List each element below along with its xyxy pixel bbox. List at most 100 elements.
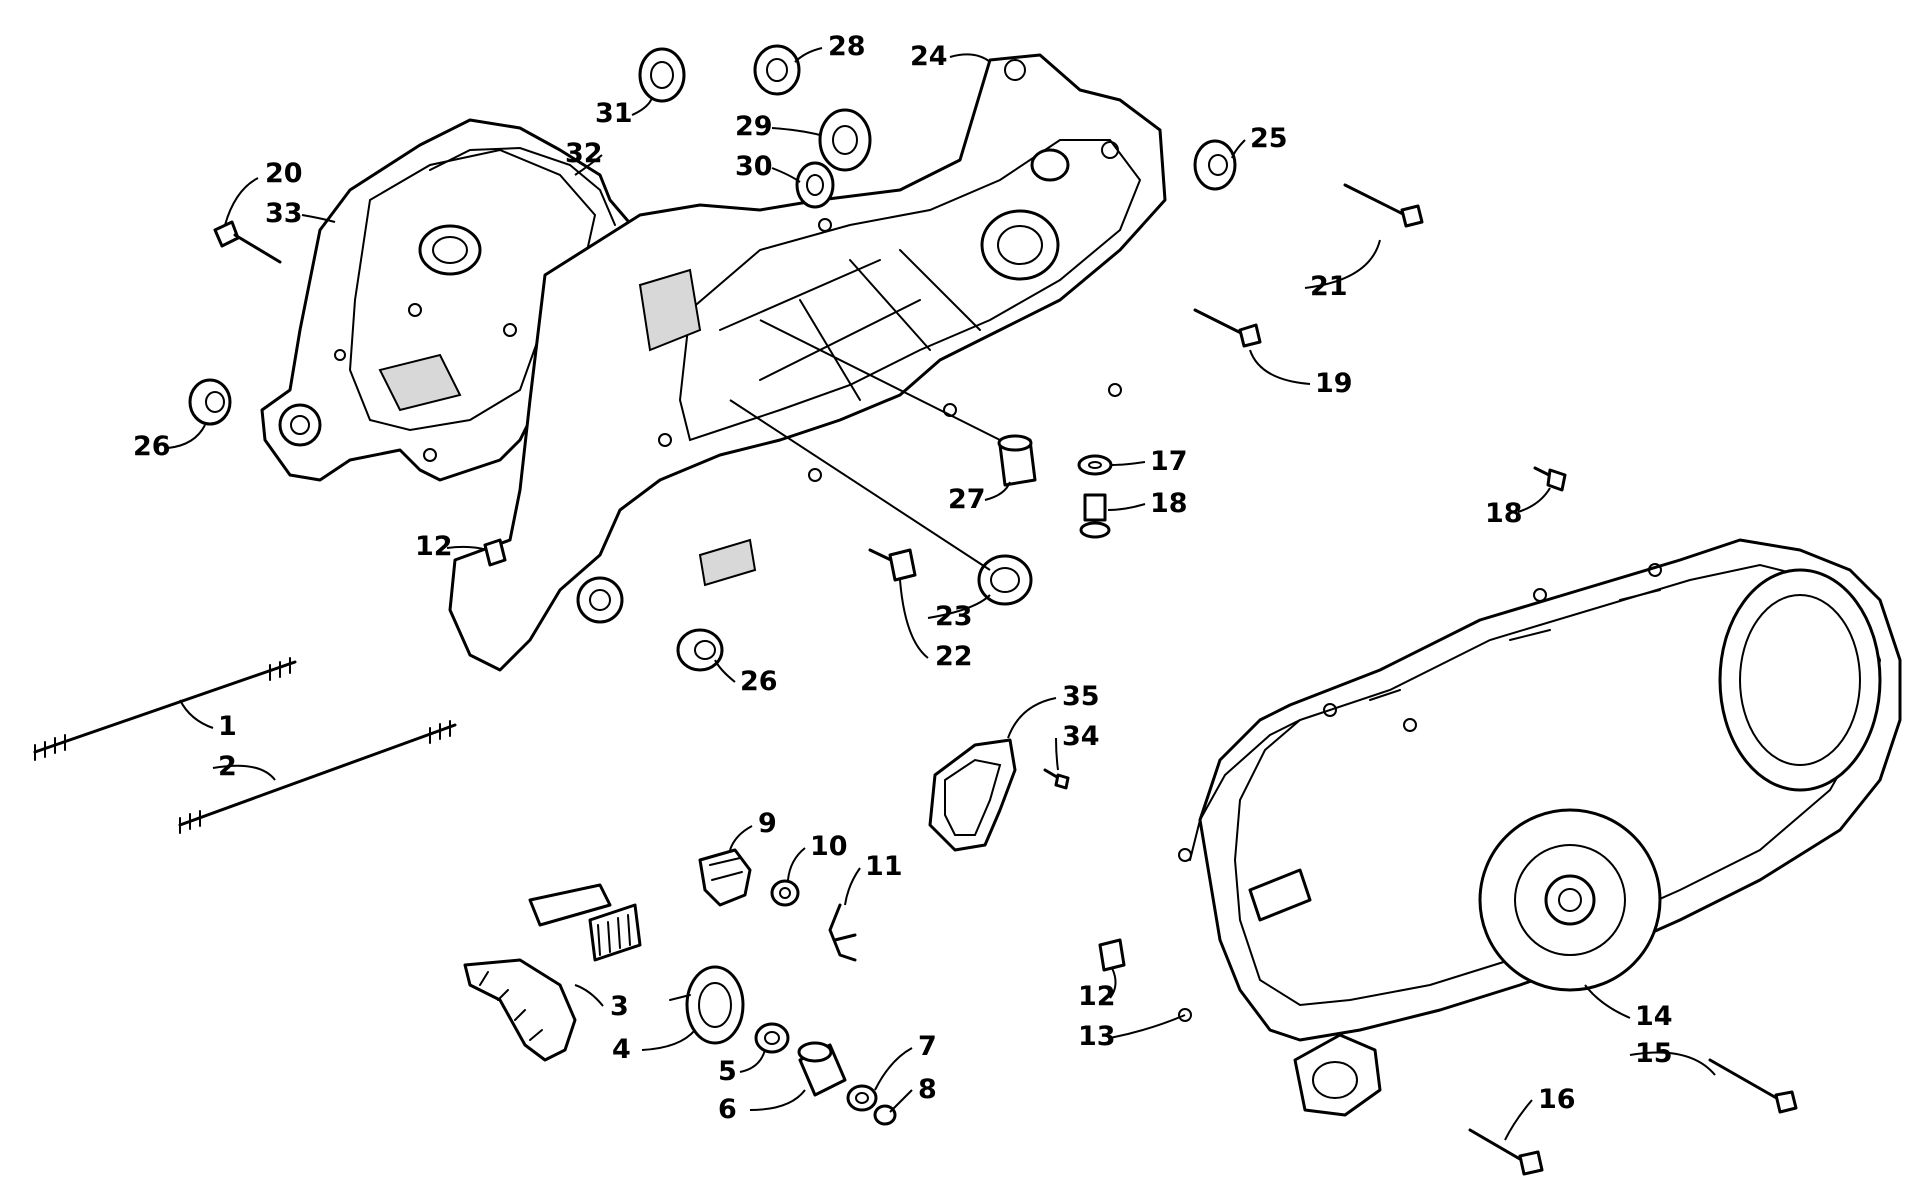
- leader-6: [749, 1089, 806, 1111]
- leader-15: [1629, 1051, 1716, 1076]
- bolt-20: [213, 220, 282, 264]
- callout-4: 4: [612, 1034, 631, 1065]
- bolt-19: [1193, 308, 1262, 348]
- callout-22: 22: [935, 641, 973, 672]
- bushing-6: [797, 1041, 847, 1097]
- callout-13: 13: [1078, 1021, 1116, 1052]
- callout-26-left: 26: [133, 431, 171, 462]
- leader-24: [949, 53, 991, 63]
- leader-28: [794, 47, 823, 63]
- callout-20: 20: [265, 158, 303, 189]
- leader-34: [1055, 737, 1059, 771]
- callout-33: 33: [265, 198, 303, 229]
- leader-31: [631, 97, 653, 116]
- leader-18b: [1517, 487, 1551, 513]
- callout-12-left: 12: [415, 531, 453, 562]
- leader-35: [1007, 697, 1057, 739]
- leader-3: [574, 984, 604, 1007]
- leader-26a: [167, 424, 206, 449]
- leader-27: [984, 481, 1011, 501]
- callout-35: 35: [1062, 681, 1100, 712]
- clip-8: [873, 1104, 897, 1126]
- oil-seal-23: [977, 554, 1033, 606]
- callout-8: 8: [918, 1074, 937, 1105]
- leader-21: [1304, 239, 1381, 289]
- leader-12b: [1109, 967, 1117, 999]
- gasket: [429, 146, 616, 226]
- bolt-21: [1343, 183, 1424, 228]
- callout-25: 25: [1250, 123, 1288, 154]
- bushing-26-right: [676, 628, 724, 672]
- leader-22: [899, 579, 929, 659]
- left-crankcase-half: [260, 118, 642, 482]
- callout-32: 32: [565, 138, 603, 169]
- stud-2: [178, 720, 457, 834]
- callout-11: 11: [865, 851, 903, 882]
- plug-18-left: [1079, 493, 1111, 539]
- leader-16: [1504, 1099, 1533, 1141]
- leader-20: [224, 177, 259, 226]
- callout-29: 29: [735, 111, 773, 142]
- leader-17: [1111, 461, 1146, 466]
- kick-starter-shaft: [463, 883, 642, 1062]
- leader-25: [1231, 139, 1246, 159]
- leader-32: [574, 154, 603, 176]
- leader-8: [889, 1089, 913, 1113]
- gear-9: [698, 848, 752, 907]
- callout-28: 28: [828, 31, 866, 62]
- spring-4: [669, 965, 745, 1045]
- leader-10: [787, 847, 806, 881]
- callout-27: 27: [948, 484, 986, 515]
- washer-10: [770, 879, 800, 907]
- bearing-31: [638, 47, 686, 103]
- leader-9: [729, 825, 753, 851]
- callout-31: 31: [595, 98, 633, 129]
- washer-17: [1077, 454, 1113, 476]
- bearing-28: [753, 44, 801, 96]
- callout-12-right: 12: [1078, 981, 1116, 1012]
- callout-5: 5: [718, 1056, 737, 1087]
- leader-33: [301, 214, 336, 223]
- callout-30: 30: [735, 151, 773, 182]
- callout-7: 7: [918, 1031, 937, 1062]
- bolt-16: [1468, 1128, 1544, 1176]
- leader-13: [1109, 1014, 1186, 1039]
- leader-19: [1249, 349, 1311, 385]
- bearing-30: [795, 161, 835, 209]
- bearing-29: [818, 108, 872, 172]
- leader-23: [927, 594, 991, 619]
- main-crankcase-half: [448, 53, 1167, 672]
- callout-17: 17: [1150, 446, 1188, 477]
- leader-lines: [167, 47, 1716, 1141]
- callout-15: 15: [1635, 1038, 1673, 1069]
- leader-1: [179, 699, 214, 729]
- dowel-pin-12-left: [483, 538, 507, 567]
- callout-14: 14: [1635, 1001, 1673, 1032]
- callout-34: 34: [1062, 721, 1100, 752]
- leader-2: [212, 764, 276, 781]
- callout-18-left: 18: [1150, 488, 1188, 519]
- callout-6: 6: [718, 1094, 737, 1125]
- plate-35: [928, 738, 1017, 852]
- plug-18-right: [1533, 466, 1567, 492]
- leader-27-long: [759, 319, 1001, 441]
- callout-3: 3: [610, 991, 629, 1022]
- bearing-25: [1193, 139, 1237, 191]
- bushing-26-left: [188, 378, 232, 426]
- transmission-cover: [1178, 538, 1902, 1117]
- drain-bolt-22: [868, 548, 917, 582]
- callout-24: 24: [910, 41, 948, 72]
- callout-2: 2: [218, 751, 237, 782]
- callout-19: 19: [1315, 368, 1353, 399]
- leader-12a: [446, 545, 488, 551]
- callout-26-right: 26: [740, 666, 778, 697]
- leader-29: [771, 127, 821, 136]
- leader-14: [1584, 984, 1631, 1019]
- dowel-sleeve-27: [997, 434, 1037, 487]
- callout-labels: 1 2 3 4 5 6 7 8 9 10 11 12 12 13 14 15 1…: [133, 31, 1673, 1125]
- callout-16: 16: [1538, 1084, 1576, 1115]
- washer-7: [846, 1084, 878, 1112]
- callout-9: 9: [758, 808, 777, 839]
- leader-4: [641, 1029, 696, 1051]
